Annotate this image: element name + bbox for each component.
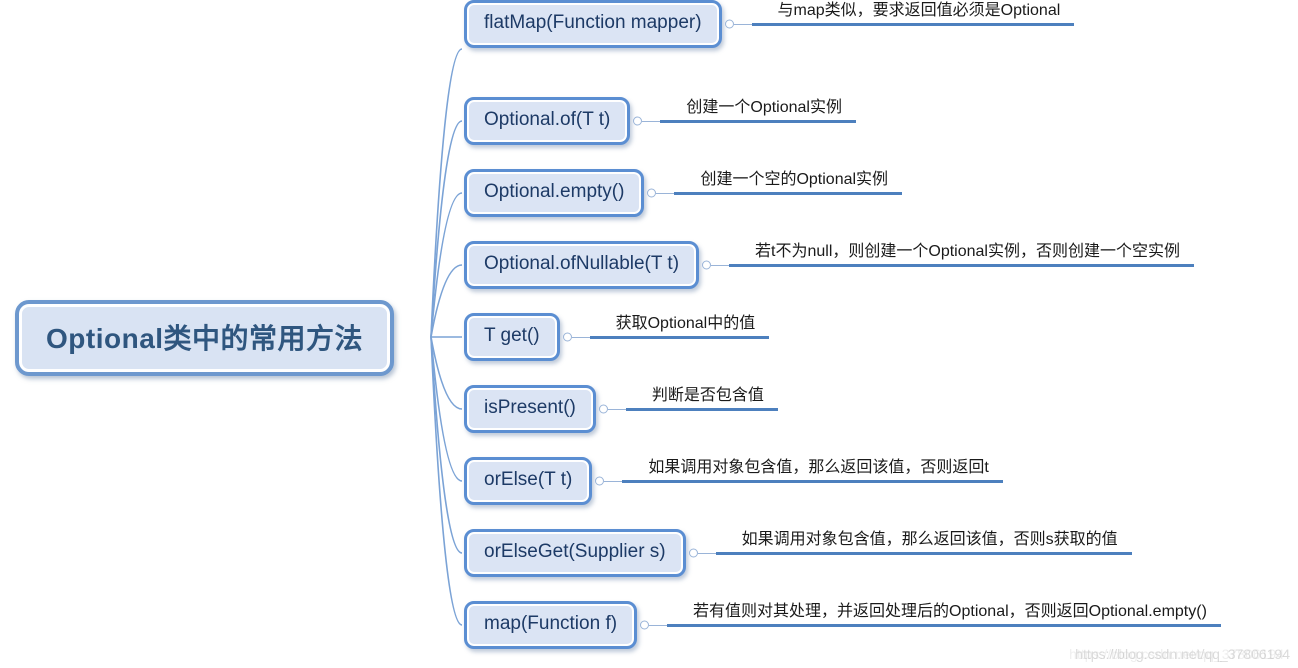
collapse-handle-icon[interactable] <box>598 404 608 414</box>
note-get: 获取Optional中的值 <box>589 313 770 339</box>
collapse-handle-icon[interactable] <box>562 332 572 342</box>
topic-orelseget[interactable]: orElseGet(Supplier s) <box>464 529 686 577</box>
note-orelseget: 如果调用对象包含值，那么返回该值，否则s获取的值 <box>715 529 1132 555</box>
collapse-handle-icon[interactable] <box>702 260 712 270</box>
note-connector <box>637 601 668 649</box>
branch-row-ispresent: isPresent() 判断是否包含值 <box>464 385 778 433</box>
collapse-handle-icon[interactable] <box>595 476 605 486</box>
branch-row-optional-of: Optional.of(T t) 创建一个Optional实例 <box>464 97 856 145</box>
note-optional-empty: 创建一个空的Optional实例 <box>674 169 903 195</box>
collapse-handle-icon[interactable] <box>724 19 734 29</box>
collapse-handle-icon[interactable] <box>633 116 643 126</box>
branch-curve <box>430 336 463 554</box>
branch-row-optional-ofnullable: Optional.ofNullable(T t) 若t不为null，则创建一个O… <box>464 241 1194 289</box>
branch-row-orelseget: orElseGet(Supplier s) 如果调用对象包含值，那么返回该值，否… <box>464 529 1132 577</box>
note-connector <box>722 0 752 48</box>
topic-optional-of[interactable]: Optional.of(T t) <box>464 97 631 145</box>
watermark-url: https://blog.csdn.net/qq_37806194 <box>1075 646 1290 662</box>
central-topic[interactable]: Optional类中的常用方法 <box>15 300 395 376</box>
branch-row-optional-empty: Optional.empty() 创建一个空的Optional实例 <box>464 169 903 217</box>
branch-curve <box>430 48 463 338</box>
topic-map[interactable]: map(Function f) <box>464 601 638 649</box>
note-connector <box>596 385 626 433</box>
topic-get[interactable]: T get() <box>464 313 560 361</box>
note-optional-of: 创建一个Optional实例 <box>660 97 856 123</box>
branch-curve <box>430 264 463 338</box>
topic-flatmap[interactable]: flatMap(Function mapper) <box>464 0 722 48</box>
note-flatmap: 与map类似，要求返回值必须是Optional <box>751 0 1075 26</box>
collapse-handle-icon[interactable] <box>640 620 650 630</box>
topic-orelse[interactable]: orElse(T t) <box>464 457 593 505</box>
collapse-handle-icon[interactable] <box>688 548 698 558</box>
branch-curve <box>430 120 463 338</box>
note-connector <box>630 97 661 145</box>
note-optional-ofnullable: 若t不为null，则创建一个Optional实例，否则创建一个空实例 <box>729 241 1194 267</box>
note-orelse: 如果调用对象包含值，那么返回该值，否则返回t <box>622 457 1003 483</box>
collapse-handle-icon[interactable] <box>647 188 657 198</box>
note-connector <box>560 313 590 361</box>
topic-optional-ofnullable[interactable]: Optional.ofNullable(T t) <box>464 241 700 289</box>
branch-curve <box>430 336 463 482</box>
note-connector <box>592 457 623 505</box>
branch-row-flatmap: flatMap(Function mapper) 与map类似，要求返回值必须是… <box>464 0 1075 48</box>
branch-row-orelse: orElse(T t) 如果调用对象包含值，那么返回该值，否则返回t <box>464 457 1003 505</box>
branch-curve <box>430 192 463 338</box>
branch-row-map: map(Function f) 若有值则对其处理，并返回处理后的Optional… <box>464 601 1221 649</box>
note-connector <box>699 241 730 289</box>
topic-optional-empty[interactable]: Optional.empty() <box>464 169 645 217</box>
branch-curve <box>430 336 463 410</box>
note-map: 若有值则对其处理，并返回处理后的Optional，否则返回Optional.em… <box>667 601 1221 627</box>
topic-ispresent[interactable]: isPresent() <box>464 385 596 433</box>
branch-curve <box>430 336 463 626</box>
note-ispresent: 判断是否包含值 <box>625 385 778 411</box>
note-connector <box>686 529 716 577</box>
branch-row-get: T get() 获取Optional中的值 <box>464 313 770 361</box>
note-connector <box>644 169 675 217</box>
